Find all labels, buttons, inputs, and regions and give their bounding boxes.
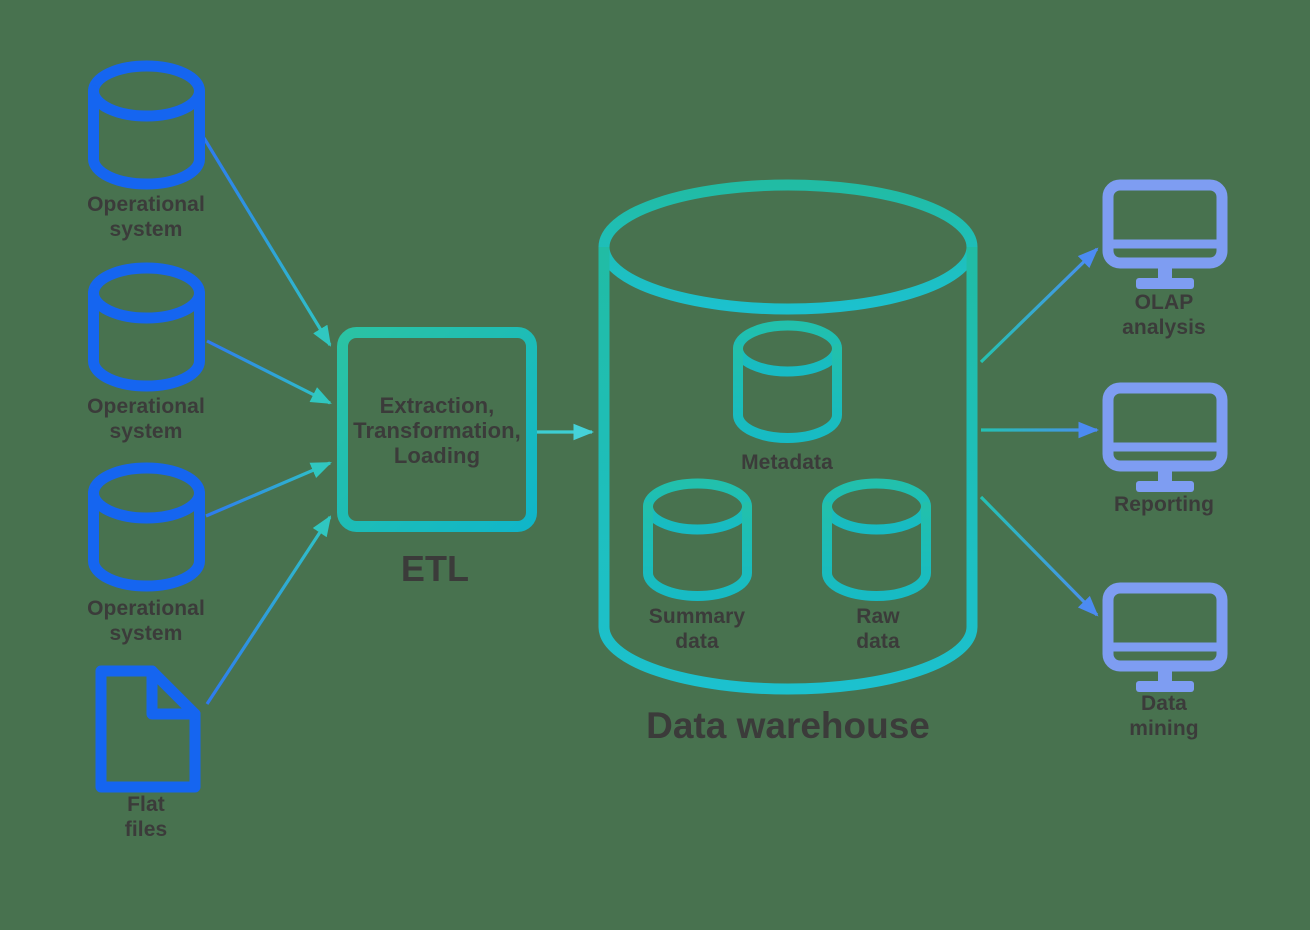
consumer-label: Data mining xyxy=(1129,692,1199,740)
warehouse-component-label: Raw data xyxy=(856,605,900,653)
document-icon xyxy=(95,665,201,793)
arrow-warehouse-to-olap xyxy=(979,247,1099,364)
consumer-label: Reporting xyxy=(1113,493,1215,516)
warehouse-component-label: Metadata xyxy=(741,451,833,474)
arrow-source2-to-etl xyxy=(206,339,332,405)
database-icon xyxy=(88,262,205,392)
source-label: Operational system xyxy=(87,193,205,241)
etl-box-text: Extraction, Transformation, Loading xyxy=(353,393,521,468)
etl-title: ETL xyxy=(400,548,470,589)
warehouse-cylinder-icon xyxy=(598,179,978,695)
database-icon xyxy=(643,478,752,601)
arrow-source3-to-etl xyxy=(205,461,332,518)
monitor-icon xyxy=(1102,382,1228,492)
etl-box xyxy=(337,327,537,532)
arrow-flatfiles-to-etl xyxy=(205,515,332,705)
database-icon xyxy=(88,462,205,592)
monitor-icon xyxy=(1102,582,1228,692)
consumer-label: OLAP analysis xyxy=(1122,291,1206,339)
warehouse-title: Data warehouse xyxy=(646,705,930,746)
warehouse-component-label: Summary data xyxy=(648,605,746,653)
arrow-source1-to-etl xyxy=(202,137,332,347)
source-label: Operational system xyxy=(87,597,205,645)
database-icon xyxy=(88,60,205,190)
source-label: Operational system xyxy=(87,395,205,443)
source-label: Flat files xyxy=(124,793,168,841)
database-icon xyxy=(822,478,931,601)
arrow-warehouse-to-mining xyxy=(979,495,1099,617)
monitor-icon xyxy=(1102,179,1228,289)
database-icon xyxy=(733,320,842,443)
